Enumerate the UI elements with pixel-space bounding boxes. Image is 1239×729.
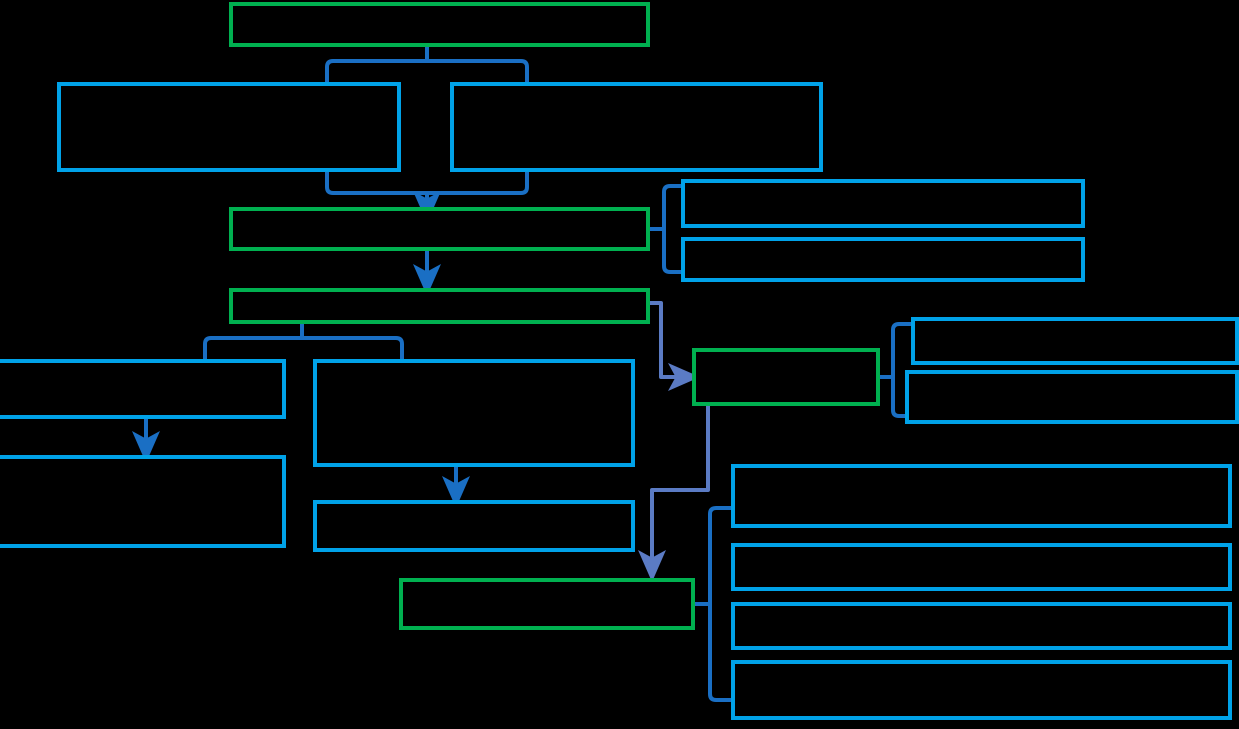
- edge-n1-to-n2-n3: [325, 45, 529, 84]
- node-n1[interactable]: [229, 2, 650, 47]
- edge-n2-n3-to-n4: [325, 170, 529, 223]
- node-n19[interactable]: [731, 660, 1232, 720]
- edge-n15-to-n16-n17-n18-n19: [693, 506, 733, 702]
- node-n14[interactable]: [905, 370, 1239, 424]
- node-n11[interactable]: [313, 500, 635, 552]
- node-n8[interactable]: [0, 359, 286, 419]
- node-n16[interactable]: [731, 464, 1232, 528]
- node-n2[interactable]: [57, 82, 401, 172]
- node-n4[interactable]: [229, 207, 650, 251]
- node-n9[interactable]: [313, 359, 635, 467]
- edge-n7-to-n8-n9: [203, 322, 404, 361]
- edge-n4-to-n5-n6: [648, 184, 683, 274]
- node-n6[interactable]: [681, 237, 1085, 282]
- edge-n7-to-n12: [648, 301, 700, 391]
- node-n10[interactable]: [0, 455, 286, 548]
- node-n5[interactable]: [681, 179, 1085, 228]
- node-n3[interactable]: [450, 82, 823, 172]
- node-n7[interactable]: [229, 288, 650, 324]
- node-n17[interactable]: [731, 543, 1232, 591]
- node-n12[interactable]: [692, 348, 880, 406]
- node-n13[interactable]: [911, 317, 1239, 365]
- edge-n12-to-n15: [638, 404, 710, 582]
- node-n15[interactable]: [399, 578, 695, 630]
- node-n18[interactable]: [731, 602, 1232, 650]
